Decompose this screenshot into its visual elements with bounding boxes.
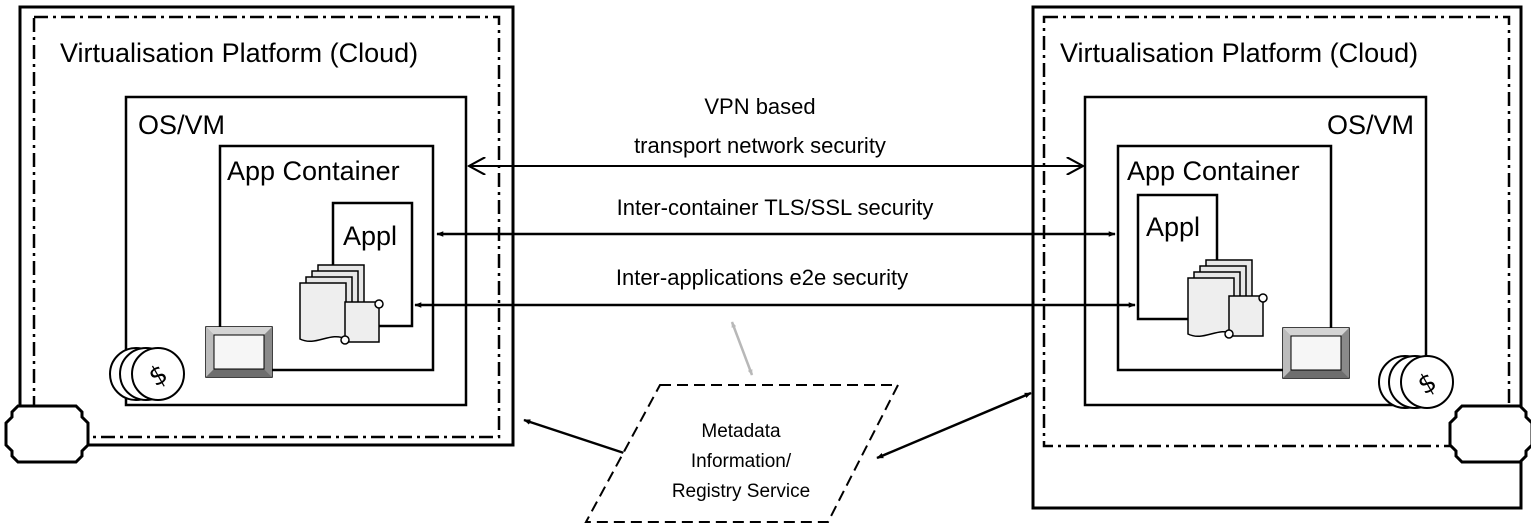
database-icon: $ <box>109 347 185 401</box>
left-cloud-boundary <box>32 15 501 439</box>
database-icon: $ <box>1378 355 1454 409</box>
right-platform: Virtualisation Platform (Cloud) OS/VM Ap… <box>1031 5 1531 510</box>
right-app-container-label: App Container <box>1127 156 1300 186</box>
registry-label-line3: Registry Service <box>672 481 810 502</box>
left-appl-label: Appl <box>343 221 397 251</box>
monitor-icon <box>205 326 273 378</box>
left-platform: Virtualisation Platform (Cloud) OS/VM Ap… <box>4 5 515 464</box>
monitor-icon <box>1282 327 1350 379</box>
vpn-label-line2: transport network security <box>634 133 886 158</box>
network-port-icon <box>4 404 90 464</box>
left-os-vm-label: OS/VM <box>138 110 225 140</box>
registry-label-line2: Information/ <box>691 451 792 472</box>
e2e-label: Inter-applications e2e security <box>616 265 908 290</box>
tls-label: Inter-container TLS/SSL security <box>617 195 934 220</box>
registry-to-app-arrow <box>730 321 754 376</box>
vpn-label-line1: VPN based <box>704 94 815 119</box>
tls-link: Inter-container TLS/SSL security <box>436 195 1116 237</box>
e2e-link: Inter-applications e2e security <box>414 265 1136 308</box>
network-port-icon <box>1448 404 1531 464</box>
registry-label-line1: Metadata <box>701 421 781 442</box>
document-stack-icon <box>1187 259 1253 337</box>
right-platform-registry-arrow <box>876 391 1032 460</box>
right-appl-box <box>1136 193 1219 321</box>
scroll-icon <box>340 299 384 345</box>
right-os-vm-label: OS/VM <box>1327 110 1414 140</box>
right-platform-title: Virtualisation Platform (Cloud) <box>1060 38 1418 68</box>
registry-service-shape <box>584 384 900 523</box>
scroll-icon <box>1224 293 1268 339</box>
right-appl-label: Appl <box>1146 212 1200 242</box>
left-app-container-label: App Container <box>227 156 400 186</box>
registry-service: Metadata Information/ Registry Service <box>584 384 900 523</box>
left-platform-title: Virtualisation Platform (Cloud) <box>60 38 418 68</box>
left-platform-registry-arrow <box>523 418 631 457</box>
vpn-link: VPN based transport network security <box>469 94 1083 166</box>
